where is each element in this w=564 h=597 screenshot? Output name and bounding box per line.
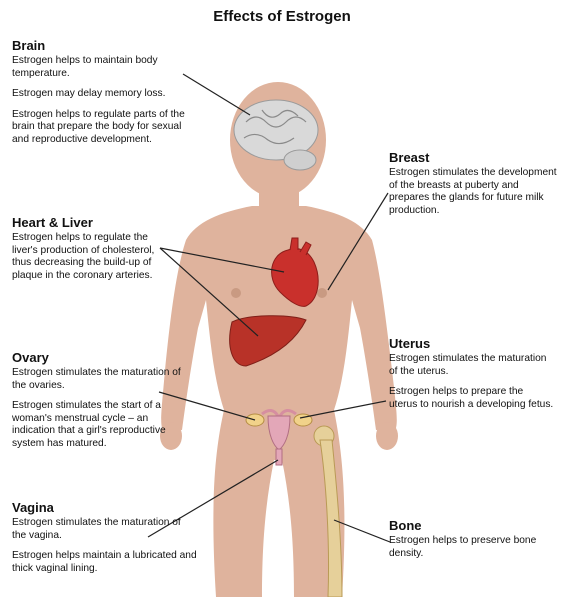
breast-section: Breast Estrogen stimulates the developme… xyxy=(389,150,561,225)
uterus-heading: Uterus xyxy=(389,336,554,351)
bone-text-1: Estrogen helps to preserve bone density. xyxy=(389,535,561,560)
brain-text-3: Estrogen helps to regulate parts of the … xyxy=(12,109,194,147)
ovary-text-2: Estrogen stimulates the start of a woman… xyxy=(12,400,182,450)
vagina-text-1: Estrogen stimulates the maturation of th… xyxy=(12,517,197,542)
heart-liver-section: Heart & Liver Estrogen helps to regulate… xyxy=(12,215,162,290)
bone-section: Bone Estrogen helps to preserve bone den… xyxy=(389,518,561,568)
ovary-heading: Ovary xyxy=(12,350,182,365)
breast-left xyxy=(231,288,241,298)
vagina-text-2: Estrogen helps maintain a lubricated and… xyxy=(12,550,197,575)
breast-text-1: Estrogen stimulates the development of t… xyxy=(389,167,561,217)
ovary-text-1: Estrogen stimulates the maturation of th… xyxy=(12,367,182,392)
brain-heading: Brain xyxy=(12,38,194,53)
uterus-text-1: Estrogen stimulates the maturation of th… xyxy=(389,353,554,378)
ovary-section: Ovary Estrogen stimulates the maturation… xyxy=(12,350,182,459)
page-title: Effects of Estrogen xyxy=(0,8,564,25)
brain-text-1: Estrogen helps to maintain body temperat… xyxy=(12,55,194,80)
bone-heading: Bone xyxy=(389,518,561,533)
vagina-section: Vagina Estrogen stimulates the maturatio… xyxy=(12,500,197,583)
breast-heading: Breast xyxy=(389,150,561,165)
heart-liver-text-1: Estrogen helps to regulate the liver's p… xyxy=(12,232,162,282)
brain-section: Brain Estrogen helps to maintain body te… xyxy=(12,38,194,155)
vagina-heading: Vagina xyxy=(12,500,197,515)
heart-liver-heading: Heart & Liver xyxy=(12,215,162,230)
brain-text-2: Estrogen may delay memory loss. xyxy=(12,88,194,101)
breast-right xyxy=(317,288,327,298)
uterus-text-2: Estrogen helps to prepare the uterus to … xyxy=(389,386,554,411)
uterus-section: Uterus Estrogen stimulates the maturatio… xyxy=(389,336,554,419)
